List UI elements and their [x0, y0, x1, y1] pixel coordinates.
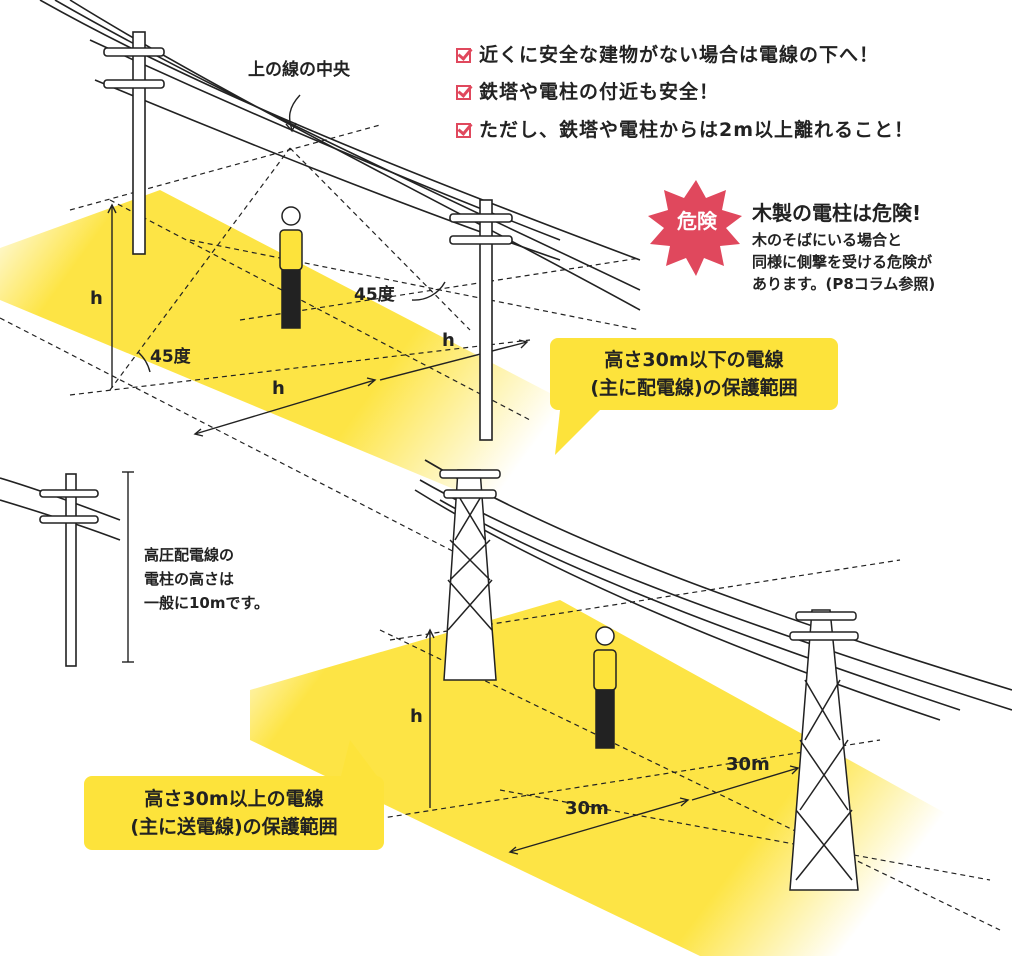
label-30m-side: 30m [726, 754, 770, 775]
pole-note-line-1: 高圧配電線の [144, 546, 235, 564]
person-lower [593, 626, 617, 749]
callout-high-line-1: 高さ30m以上の電線 [144, 788, 324, 810]
danger-line-3: あります。(P8コラム参照) [752, 275, 936, 293]
danger-line-1: 木のそばにいる場合と [752, 231, 903, 249]
wooden-pole-small [0, 473, 121, 667]
steel-tower-far [789, 609, 859, 891]
checkbox-icon [456, 85, 471, 100]
callout-high-voltage: 高さ30m以上の電線 (主に送電線)の保護範囲 [84, 776, 384, 850]
danger-burst [648, 180, 742, 276]
pole-note-line-2: 電柱の高さは [144, 570, 235, 588]
callout-low-line-2: (主に配電線)の保護範囲 [590, 377, 798, 399]
label-angle-left: 45度 [150, 347, 191, 367]
danger-line-2: 同様に側撃を受ける危険が [752, 253, 933, 271]
danger-title: 木製の電柱は危険! [752, 201, 922, 225]
callout-pointer-low [555, 410, 600, 455]
check-text-1: 近くに安全な建物がない場合は電線の下へ！ [479, 44, 880, 66]
label-h-ground-right: h [442, 330, 455, 351]
checkbox-icon [456, 123, 471, 138]
person-upper [279, 206, 303, 329]
label-angle-right: 45度 [354, 285, 395, 305]
wooden-pole-left [103, 31, 165, 255]
check-text-2: 鉄塔や電柱の付近も安全！ [479, 81, 720, 103]
label-30m-ground: 30m [565, 798, 609, 819]
label-h-vertical-lower: h [410, 706, 423, 727]
check-item-3: ただし、鉄塔や電柱からは2m以上離れること！ [456, 115, 914, 142]
protection-zone-low [0, 190, 640, 500]
danger-badge: 危険 [677, 209, 717, 233]
pole-note-line-3: 一般に10mです。 [144, 594, 270, 612]
callout-low-line-1: 高さ30m以下の電線 [604, 349, 784, 371]
height-measures [107, 94, 800, 855]
wooden-pole-right [449, 199, 513, 441]
callout-high-line-2: (主に送電線)の保護範囲 [130, 816, 338, 838]
label-h-ground-left: h [272, 378, 285, 399]
top-wire-label: 上の線の中央 [248, 60, 350, 80]
label-h-vertical-upper: h [90, 288, 103, 309]
callout-pointer-high [340, 740, 380, 780]
check-text-3: ただし、鉄塔や電柱からは2m以上離れること！ [479, 119, 915, 141]
guide-lines-lower [369, 559, 1001, 931]
check-item-1: 近くに安全な建物がない場合は電線の下へ！ [456, 40, 879, 67]
steel-tower-near [439, 469, 501, 681]
check-item-2: 鉄塔や電柱の付近も安全！ [456, 77, 719, 104]
checkbox-icon [456, 48, 471, 63]
callout-low-voltage: 高さ30m以下の電線 (主に配電線)の保護範囲 [550, 338, 838, 410]
